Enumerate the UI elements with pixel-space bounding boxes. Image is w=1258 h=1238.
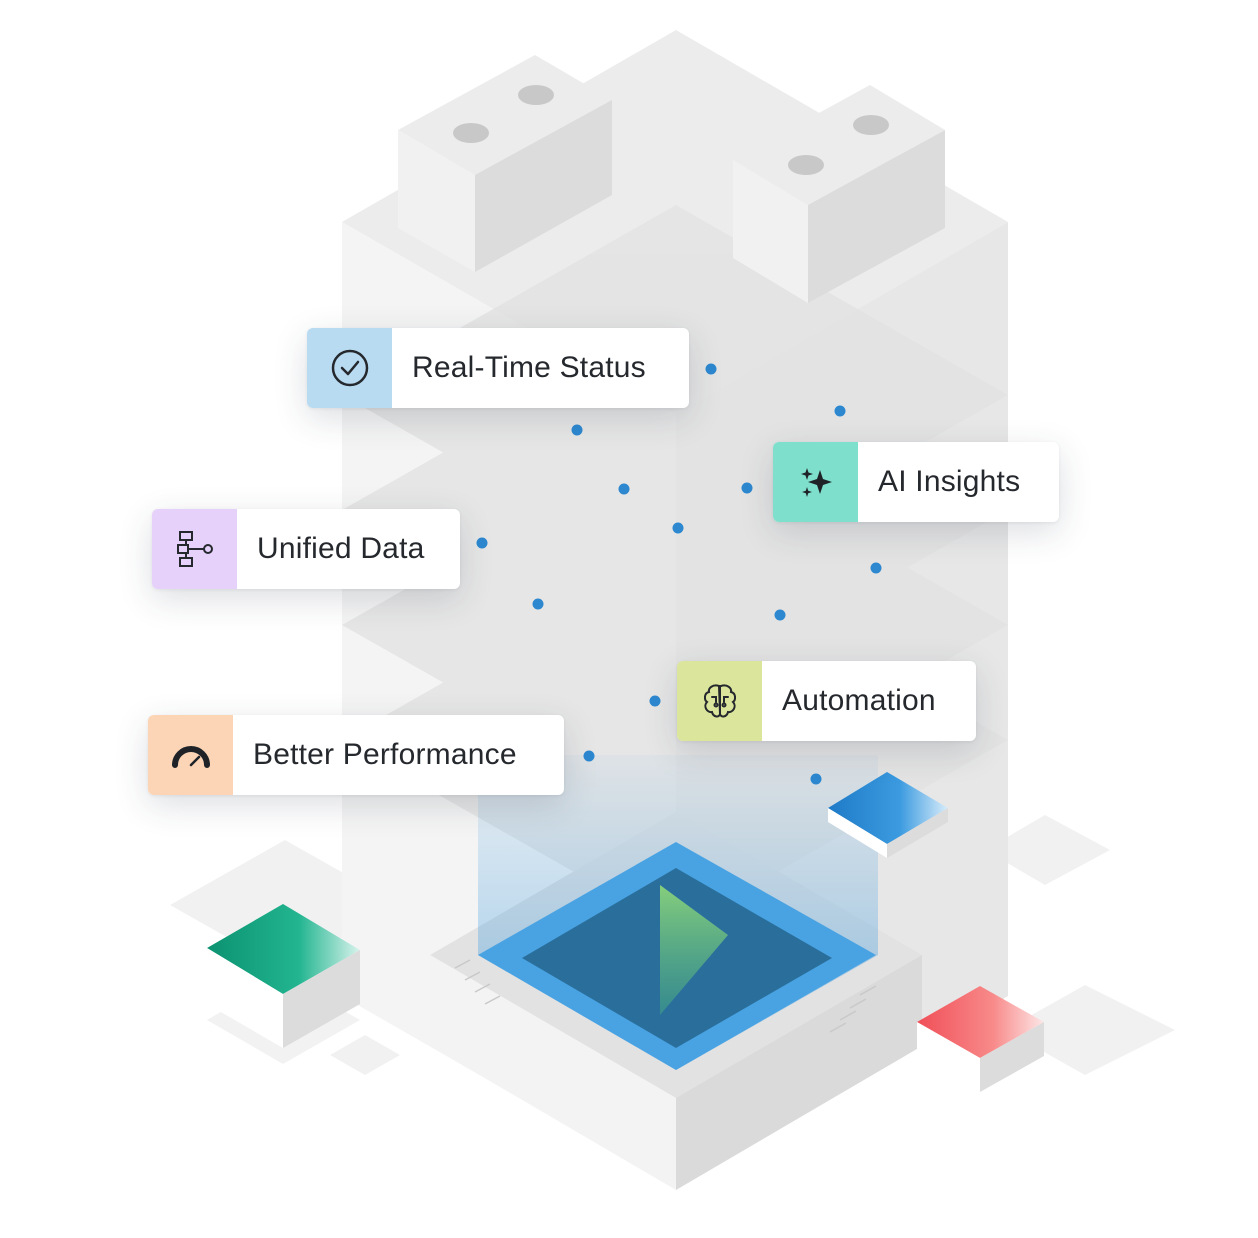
feature-card-real-time-status: Real-Time Status [307,328,689,408]
unified-data-label: Unified Data [257,532,425,565]
better-performance-label: Better Performance [253,738,517,771]
blue-cube [828,772,948,858]
check-circle-icon [331,349,368,387]
better-performance-tile [148,715,233,795]
workflow-icon [176,531,213,567]
real-time-status-tile [307,328,392,408]
automation-tile [677,661,762,741]
feature-card-automation: Automation [677,661,976,741]
beam-dots [476,363,882,785]
sparkles-icon [800,468,832,497]
unified-data-tile [152,509,237,589]
feature-card-ai-insights: AI Insights [773,442,1059,522]
automation-label: Automation [782,684,936,717]
real-time-status-label: Real-Time Status [412,351,646,384]
ai-insights-label: AI Insights [878,465,1021,498]
processor-chip [430,755,922,1190]
gauge-icon [171,746,210,768]
play-icon [660,885,728,1015]
feature-card-unified-data: Unified Data [152,509,460,589]
feature-card-better-performance: Better Performance [148,715,564,795]
ai-insights-tile [773,442,858,522]
red-cube [917,986,1044,1092]
brain-chip-icon [703,684,736,718]
green-cube [207,904,360,1064]
